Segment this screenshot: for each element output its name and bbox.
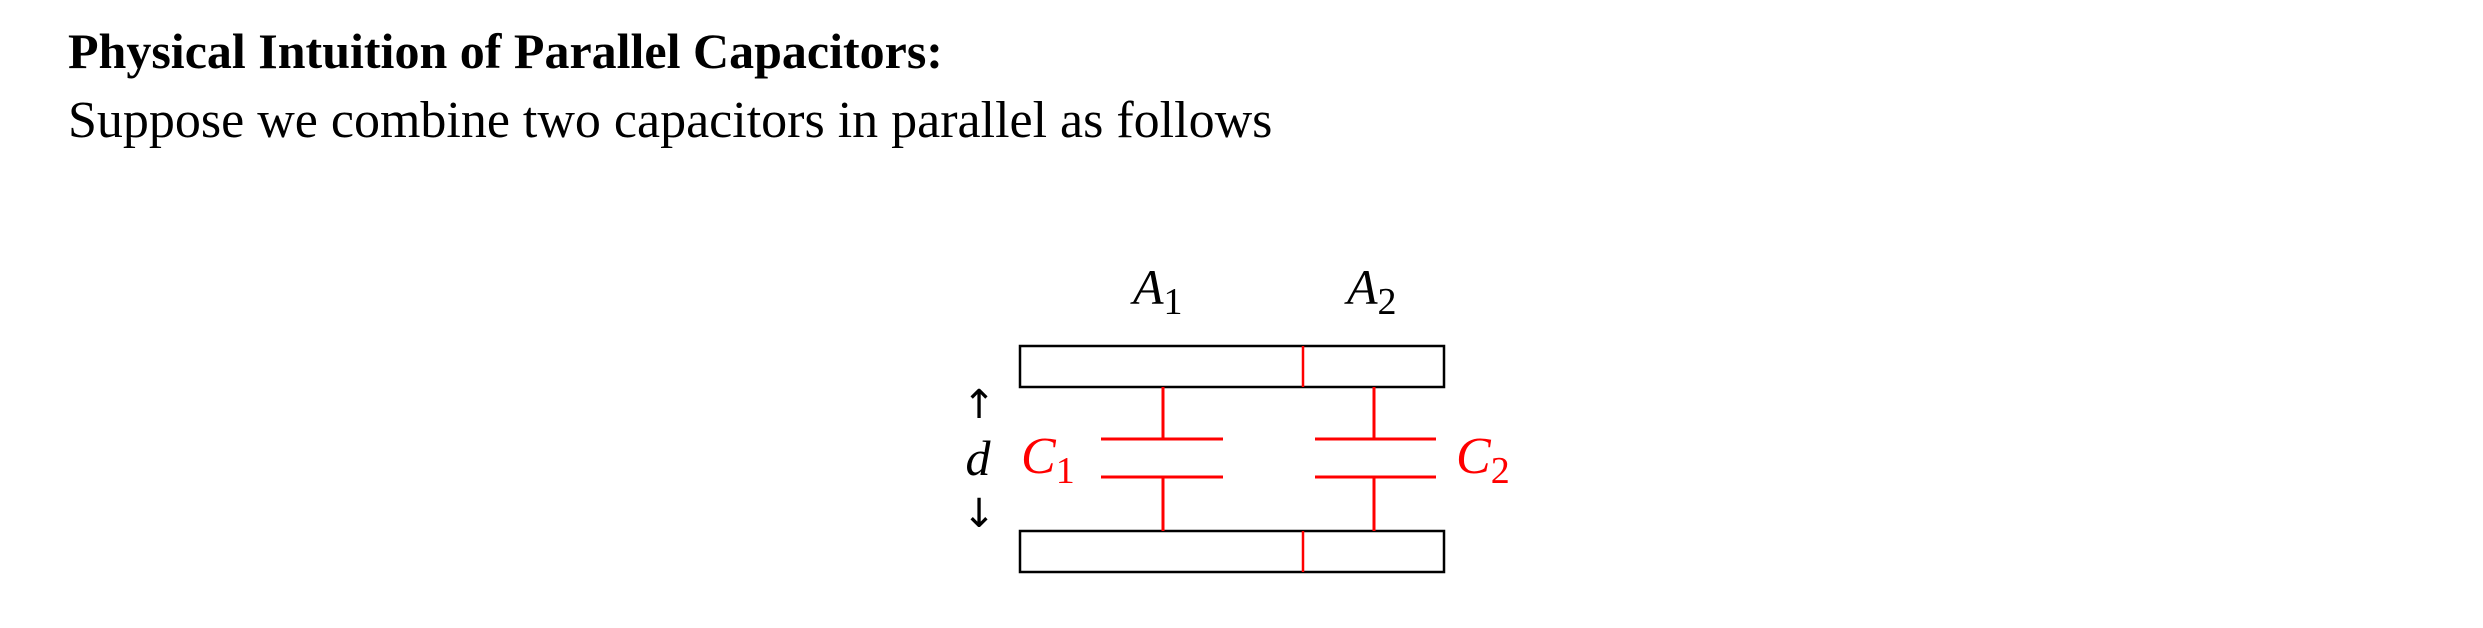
capacitor-c2-symbol [1315,387,1436,531]
area-label-a2-subscript: 2 [1378,281,1397,323]
top-plate [1018,344,1446,389]
capacitor-c1-symbol [1101,387,1223,531]
area-label-a1-symbol: A [1130,259,1164,315]
separation-up-arrow: ↑ [962,382,996,428]
capacitor-label-c2: C2 [1456,428,1510,492]
intro-sentence: Suppose we combine two capacitors in par… [68,92,1273,149]
separation-label-d: d [966,430,992,486]
area-label-a2-symbol: A [1344,259,1378,315]
capacitor-label-c1-symbol: C [1021,428,1057,485]
capacitor-label-c1-subscript: 1 [1056,450,1075,492]
capacitor-label-c1: C1 [1021,428,1075,492]
page-heading: Physical Intuition of Parallel Capacitor… [68,23,943,79]
bottom-plate [1018,529,1446,574]
area-label-a1: A1 [1130,259,1183,323]
separation-down-arrow: ↓ [962,491,996,537]
area-label-a1-subscript: 1 [1164,281,1183,323]
capacitor-label-c2-symbol: C [1456,428,1492,485]
capacitor-label-c2-subscript: 2 [1491,450,1510,492]
area-label-a2: A2 [1344,259,1397,323]
